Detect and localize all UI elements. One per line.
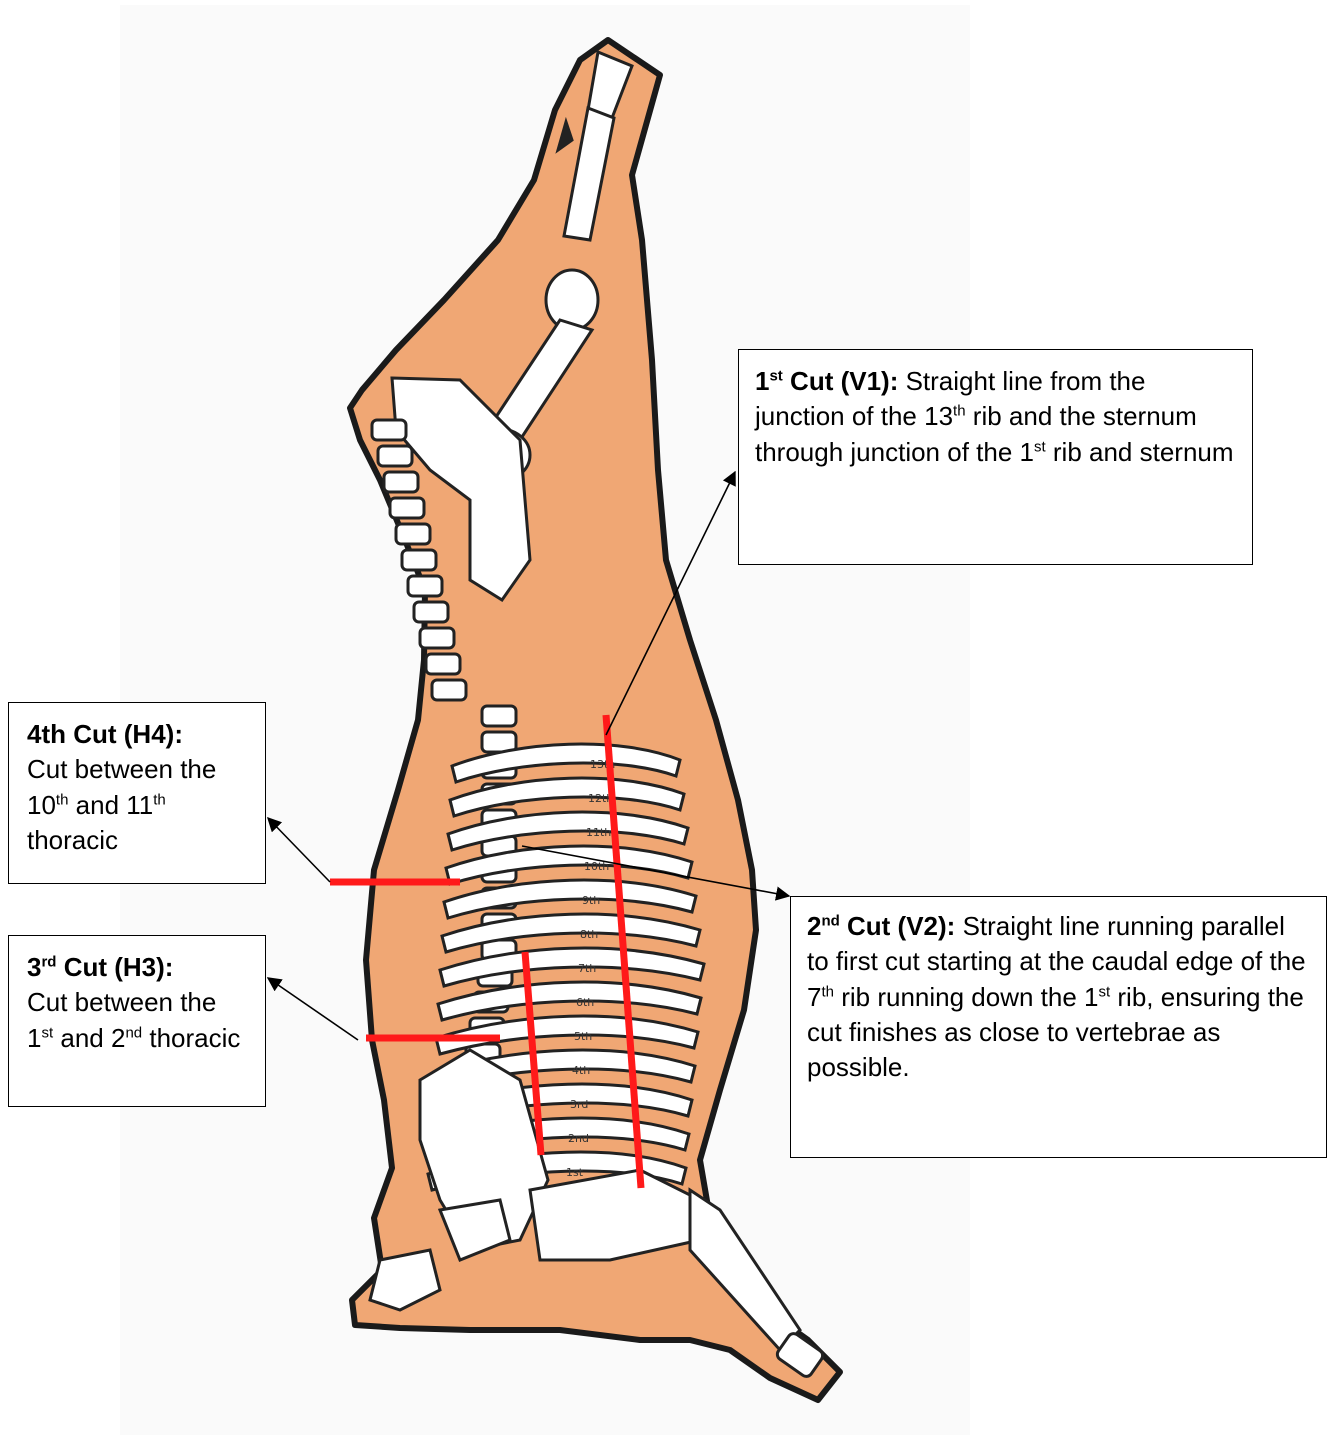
rib-label: 11th <box>586 826 611 839</box>
callout-h4-text-2: and 11 <box>68 790 153 820</box>
callout-h3-title-sup: rd <box>41 953 56 970</box>
callout-v1-title-sup: st <box>769 367 782 384</box>
vertebra <box>414 602 448 622</box>
callout-v1-text-3: rib and sternum <box>1046 437 1234 467</box>
callout-v1-sup-2: st <box>1034 438 1046 455</box>
callout-h3-title-num: 3 <box>27 952 41 982</box>
vertebra <box>432 680 466 700</box>
callout-h3-sup-1: st <box>41 1024 53 1041</box>
callout-fourth-cut-h4: 4th Cut (H4): Cut between the 10th and 1… <box>8 702 266 884</box>
rib-label: 4th <box>572 1064 590 1077</box>
vertebra <box>384 472 418 492</box>
vertebra <box>482 706 516 726</box>
callout-h3-text-3: thoracic <box>142 1023 240 1053</box>
rib-label: 2nd <box>568 1132 589 1145</box>
vertebra <box>426 654 460 674</box>
callout-first-cut-v1: 1st Cut (V1): Straight line from the jun… <box>738 349 1253 565</box>
callout-h4-text-3: thoracic <box>27 825 118 855</box>
callout-v2-title: Cut (V2): <box>840 911 956 941</box>
rib-label: 7th <box>578 962 596 975</box>
callout-h4-title: 4th Cut (H4): <box>27 719 183 749</box>
callout-h3-title: Cut (H3): <box>56 952 173 982</box>
callout-h3-text-2: and 2 <box>53 1023 125 1053</box>
callout-v2-text-2: rib running down the 1 <box>834 982 1099 1012</box>
vertebra <box>408 576 442 596</box>
vertebra <box>372 420 406 440</box>
vertebra <box>396 524 430 544</box>
vertebra <box>420 628 454 648</box>
callout-third-cut-h3: 3rd Cut (H3): Cut between the 1st and 2n… <box>8 935 266 1107</box>
callout-v2-title-num: 2 <box>807 911 821 941</box>
rib-label: 5th <box>574 1030 592 1043</box>
callout-v1-title-num: 1 <box>755 366 769 396</box>
rib-label: 9th <box>582 894 600 907</box>
callout-h4-sup-2: th <box>153 791 166 808</box>
vertebra <box>402 550 436 570</box>
callout-h3-sup-2: nd <box>125 1024 142 1041</box>
rib-label: 1st <box>566 1166 584 1179</box>
callout-v2-title-sup: nd <box>821 912 839 929</box>
vertebra <box>390 498 424 518</box>
callout-v2-sup-1: th <box>821 983 834 1000</box>
rib-label: 8th <box>580 928 598 941</box>
callout-v1-sup-1: th <box>953 403 966 420</box>
callout-v1-title: Cut (V1): <box>783 366 899 396</box>
callout-second-cut-v2: 2nd Cut (V2): Straight line running para… <box>790 896 1327 1158</box>
vertebra <box>378 446 412 466</box>
rib-label: 3rd <box>570 1098 588 1111</box>
callout-h4-sup-1: th <box>56 791 69 808</box>
rib-label: 6th <box>576 996 594 1009</box>
callout-v2-sup-2: st <box>1099 983 1111 1000</box>
